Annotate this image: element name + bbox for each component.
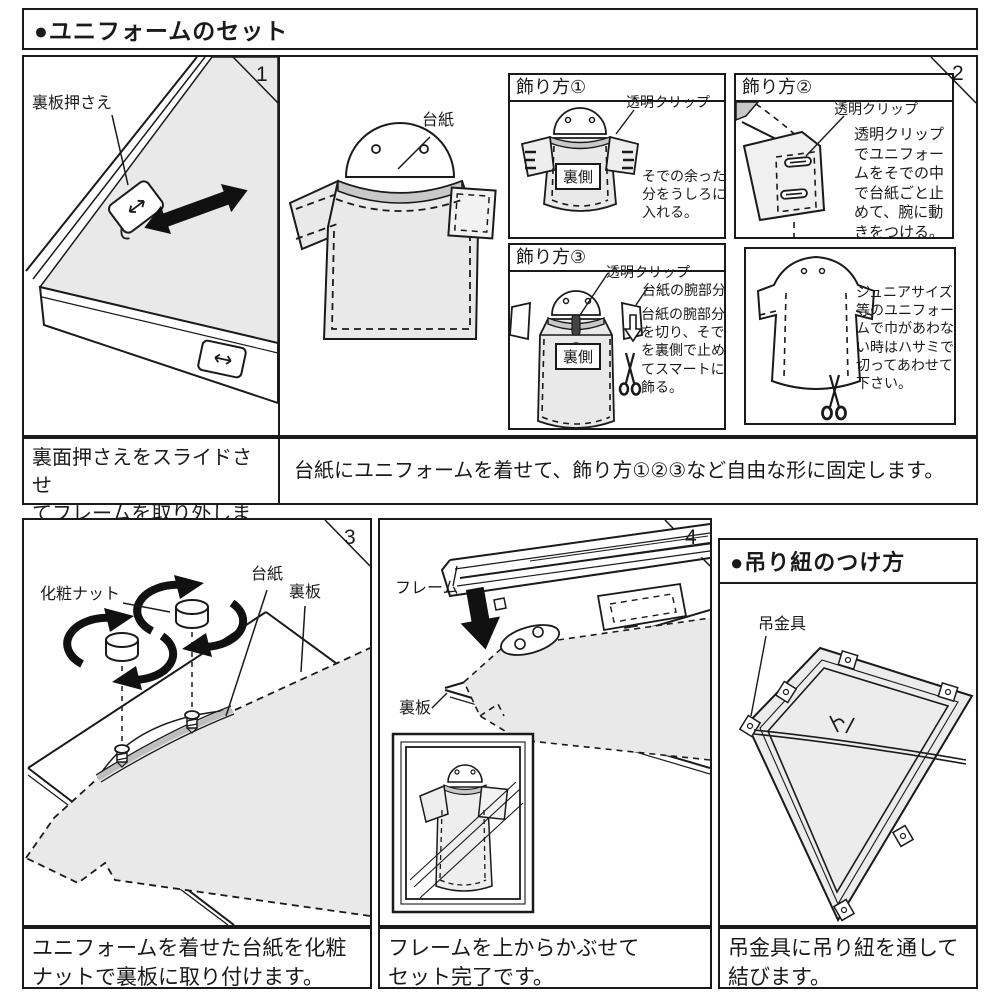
step-badge-4: 4	[685, 526, 697, 549]
step-badge-2: 2	[952, 62, 964, 85]
decorative-nut	[63, 608, 178, 690]
step-badge-3: 3	[344, 526, 356, 549]
board-label: 台紙	[422, 112, 455, 129]
panel-3-attach-board: 化粧ナット 台紙 裏板 3	[22, 518, 372, 927]
method1-clip-label: 透明クリップ	[626, 94, 710, 110]
badge2-line	[930, 57, 976, 104]
junior-box: ジュニアサイズ 等のユニフォー ムで巾があわな い時はハサミで 切ってあわせて …	[744, 247, 956, 425]
method2-note: 透明クリップ でユニフォー ムをそでの中 で台紙ごと止 めて、腕に動 きをつける…	[854, 126, 945, 241]
holder-label: 裏板押さえ	[32, 95, 113, 112]
nut-label: 化粧ナット	[40, 586, 121, 603]
method3-box: 飾り方③	[508, 243, 726, 430]
hanging-bracket	[837, 650, 859, 670]
cover-frame-illustration	[391, 520, 710, 914]
decorative-nut	[133, 575, 248, 657]
string-knot	[829, 715, 855, 734]
method3-note: 台紙の腕部分 を切り、そで を裏側で止め てスマートに 飾る。	[641, 306, 725, 395]
attach-board-illustration	[25, 520, 370, 925]
hanging-bracket	[832, 898, 856, 922]
panel4-caption: フレームを上からかぶせて セット完了です。	[378, 927, 712, 989]
screw	[114, 744, 130, 768]
frame-label: フレーム	[395, 580, 459, 597]
scissors-icon	[821, 374, 847, 421]
method1-back-tag: 裏側	[555, 163, 601, 190]
cut-arrow-icon	[623, 314, 643, 343]
hanging-caption: 吊金具に吊り紐を通して 結びます。	[718, 927, 978, 989]
panel-1-frame-removal: 裏板押さえ 1	[22, 55, 280, 437]
method3-arm-label: 台紙の腕部分	[642, 282, 726, 298]
bracket-label: 吊金具	[758, 616, 807, 633]
method3-illustration	[510, 272, 649, 429]
board-label-3: 台紙	[251, 566, 284, 583]
backboard-label-4: 裏板	[399, 700, 432, 717]
method2-box: 飾り方② 透明クリップ 透明クリップ でユニフォー ムをそでの	[734, 73, 954, 241]
method1-box: 飾り方① 透明クリップ 裏側 そでの余った 分をうしろに 入れる。	[508, 73, 726, 239]
screw	[184, 710, 200, 734]
panel1-caption: 裏面押さえをスライドさせ てフレームを取り外します。	[22, 437, 280, 553]
backboard-holder-clip	[108, 180, 164, 240]
method3-back-tag: 裏側	[555, 343, 601, 370]
hanging-bracket	[891, 824, 915, 848]
method2-illustration	[736, 102, 845, 238]
slide-arrow	[144, 183, 248, 235]
method1-title: 飾り方①	[510, 75, 724, 102]
panel-4-cover-frame: フレーム 裏板 4	[378, 518, 712, 927]
down-arrow	[460, 586, 501, 650]
hanging-bracket	[774, 680, 798, 704]
scissors-icon	[618, 352, 642, 396]
junior-illustration	[756, 255, 876, 421]
method3-clip-label: 透明クリップ	[606, 264, 690, 280]
hanging-illustration	[738, 635, 974, 923]
method2-clip-label: 透明クリップ	[834, 101, 918, 117]
panel2-caption: 台紙にユニフォームを着せて、飾り方①②③など自由な形に固定します。	[278, 437, 978, 505]
panel3-caption: ユニフォームを着せた台紙を化粧 ナットで裏板に取り付けます。	[22, 927, 372, 989]
backboard-holder-clip-2	[197, 339, 247, 379]
backboard-label-3: 裏板	[289, 584, 322, 601]
panel-hanging: 吊金具	[718, 582, 978, 927]
method3-title: 飾り方③	[510, 245, 724, 272]
junior-note: ジュニアサイズ 等のユニフォー ムで巾があわな い時はハサミで 切ってあわせて …	[856, 284, 954, 391]
sheet-title: ●ユニフォームのセット	[22, 8, 978, 50]
method2-title: 飾り方②	[736, 75, 952, 102]
panel-2-dressing: 台紙 飾り方① 透明クリップ 裏側 そでの余った 分をうしろに 入れる。 飾り	[278, 55, 978, 437]
hanging-bracket	[937, 682, 959, 702]
frame-corner-illustration	[25, 57, 278, 405]
method1-note: そでの余った 分をうしろに 入れる。	[642, 168, 726, 221]
uniform-on-board-illustration	[288, 122, 497, 340]
step-badge-1: 1	[256, 63, 268, 86]
hanging-title: ●吊り紐のつけ方	[718, 538, 978, 584]
hanging-string	[753, 729, 967, 761]
